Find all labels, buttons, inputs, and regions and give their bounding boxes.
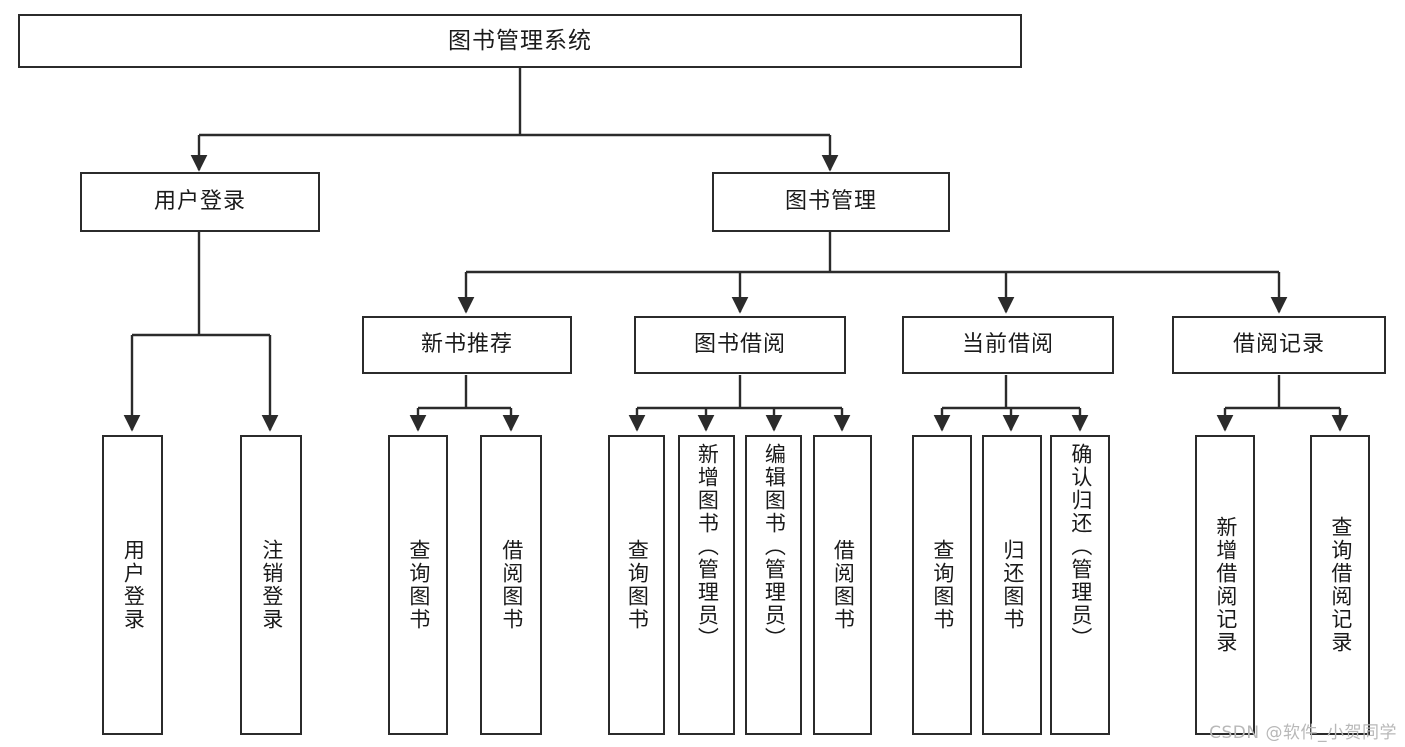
node-label: 借阅记录 xyxy=(1232,332,1325,358)
node-book-borrow[interactable]: 图书借阅 xyxy=(634,316,846,374)
node-leaf-borrow-book-new[interactable]: 借阅图书 xyxy=(480,435,542,735)
node-label: 新书推荐 xyxy=(420,332,513,358)
node-label: 归还图书 xyxy=(1000,539,1025,631)
node-leaf-query-book-new[interactable]: 查询图书 xyxy=(388,435,448,735)
node-leaf-query-book-borrow[interactable]: 查询图书 xyxy=(608,435,665,735)
node-leaf-query-book-current[interactable]: 查询图书 xyxy=(912,435,972,735)
node-label: 确认归还（管理员） xyxy=(1068,443,1093,650)
node-leaf-user-login[interactable]: 用户登录 xyxy=(102,435,163,735)
csdn-watermark: CSDN @软件_小贺同学 xyxy=(1209,723,1397,743)
node-label: 图书管理系统 xyxy=(448,27,592,54)
node-label: 新增借阅记录 xyxy=(1213,516,1238,654)
node-leaf-add-borrow-record[interactable]: 新增借阅记录 xyxy=(1195,435,1255,735)
node-label: 编辑图书（管理员） xyxy=(762,443,787,650)
node-root-book-management-system[interactable]: 图书管理系统 xyxy=(18,14,1022,68)
node-label: 用户登录 xyxy=(153,189,246,215)
node-leaf-confirm-return-admin[interactable]: 确认归还（管理员） xyxy=(1050,435,1110,735)
node-user-login[interactable]: 用户登录 xyxy=(80,172,320,232)
node-book-manage[interactable]: 图书管理 xyxy=(712,172,950,232)
node-label: 当前借阅 xyxy=(961,332,1054,358)
node-label: 图书借阅 xyxy=(693,332,786,358)
node-label: 用户登录 xyxy=(121,539,146,631)
node-leaf-query-borrow-record[interactable]: 查询借阅记录 xyxy=(1310,435,1370,735)
node-label: 查询借阅记录 xyxy=(1328,516,1353,654)
node-borrow-record[interactable]: 借阅记录 xyxy=(1172,316,1386,374)
node-current-borrow[interactable]: 当前借阅 xyxy=(902,316,1114,374)
node-new-book-recommendation[interactable]: 新书推荐 xyxy=(362,316,572,374)
node-leaf-logout-login[interactable]: 注销登录 xyxy=(240,435,302,735)
node-label: 查询图书 xyxy=(406,539,431,631)
node-leaf-return-book[interactable]: 归还图书 xyxy=(982,435,1042,735)
node-leaf-edit-book-admin[interactable]: 编辑图书（管理员） xyxy=(745,435,802,735)
node-label: 图书管理 xyxy=(784,189,877,215)
node-label: 查询图书 xyxy=(625,539,650,631)
node-label: 借阅图书 xyxy=(499,539,524,631)
node-label: 新增图书（管理员） xyxy=(695,443,720,650)
node-label: 查询图书 xyxy=(930,539,955,631)
node-label: 注销登录 xyxy=(259,539,284,631)
node-leaf-borrow-book-borrow[interactable]: 借阅图书 xyxy=(813,435,872,735)
node-leaf-add-book-admin[interactable]: 新增图书（管理员） xyxy=(678,435,735,735)
node-label: 借阅图书 xyxy=(831,539,856,631)
